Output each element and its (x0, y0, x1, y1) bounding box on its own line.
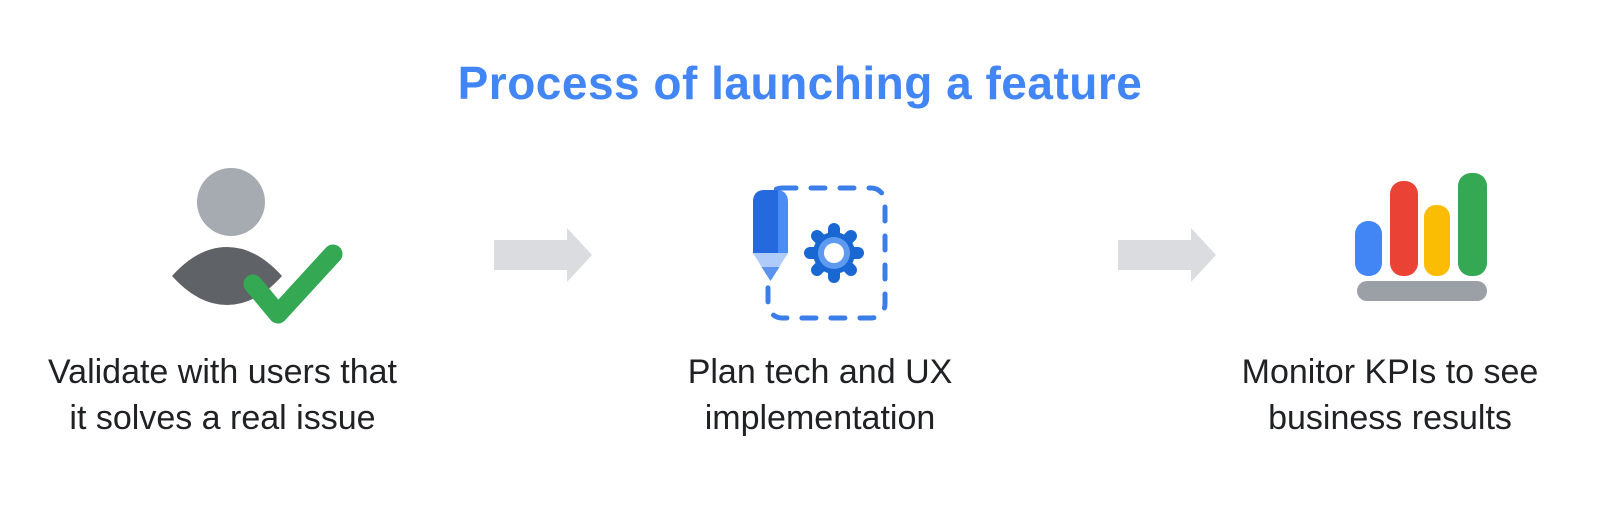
arrow-shaft (494, 240, 567, 270)
bar-yellow (1424, 205, 1450, 276)
step-monitor-caption: Monitor KPIs to see business results (1190, 349, 1590, 441)
dashed-box (765, 185, 888, 321)
person-check-icon (172, 168, 343, 324)
arrow-head (567, 228, 592, 282)
caption-line: Validate with users that (48, 353, 397, 391)
arrow-right-icon (494, 228, 592, 282)
gear-icon (804, 223, 864, 283)
checkmark-icon (243, 244, 343, 324)
chart-baseline (1357, 281, 1487, 301)
pencil-body-dark (753, 190, 778, 253)
arrow-shaft (1118, 240, 1191, 270)
bar-chart-icon (1355, 173, 1487, 301)
caption-line: it solves a real issue (69, 399, 376, 437)
step-validate-caption: Validate with users that it solves a rea… (15, 349, 430, 441)
pencil-gear-icon (753, 185, 888, 321)
bar-red (1390, 181, 1418, 276)
caption-line: Monitor KPIs to see (1241, 353, 1539, 391)
bar-green (1458, 173, 1487, 276)
caption-line: business results (1268, 399, 1512, 437)
gear-hole (824, 243, 844, 263)
person-head (197, 168, 265, 236)
bar-blue (1355, 221, 1382, 276)
arrow-head (1191, 228, 1216, 282)
caption-line: implementation (704, 399, 936, 437)
caption-line: Plan tech and UX (687, 353, 953, 391)
arrow-right-icon (1118, 228, 1216, 282)
pencil-tip (761, 267, 780, 281)
diagram-title: Process of launching a feature (457, 57, 1143, 109)
step-plan-caption: Plan tech and UX implementation (620, 349, 1020, 441)
